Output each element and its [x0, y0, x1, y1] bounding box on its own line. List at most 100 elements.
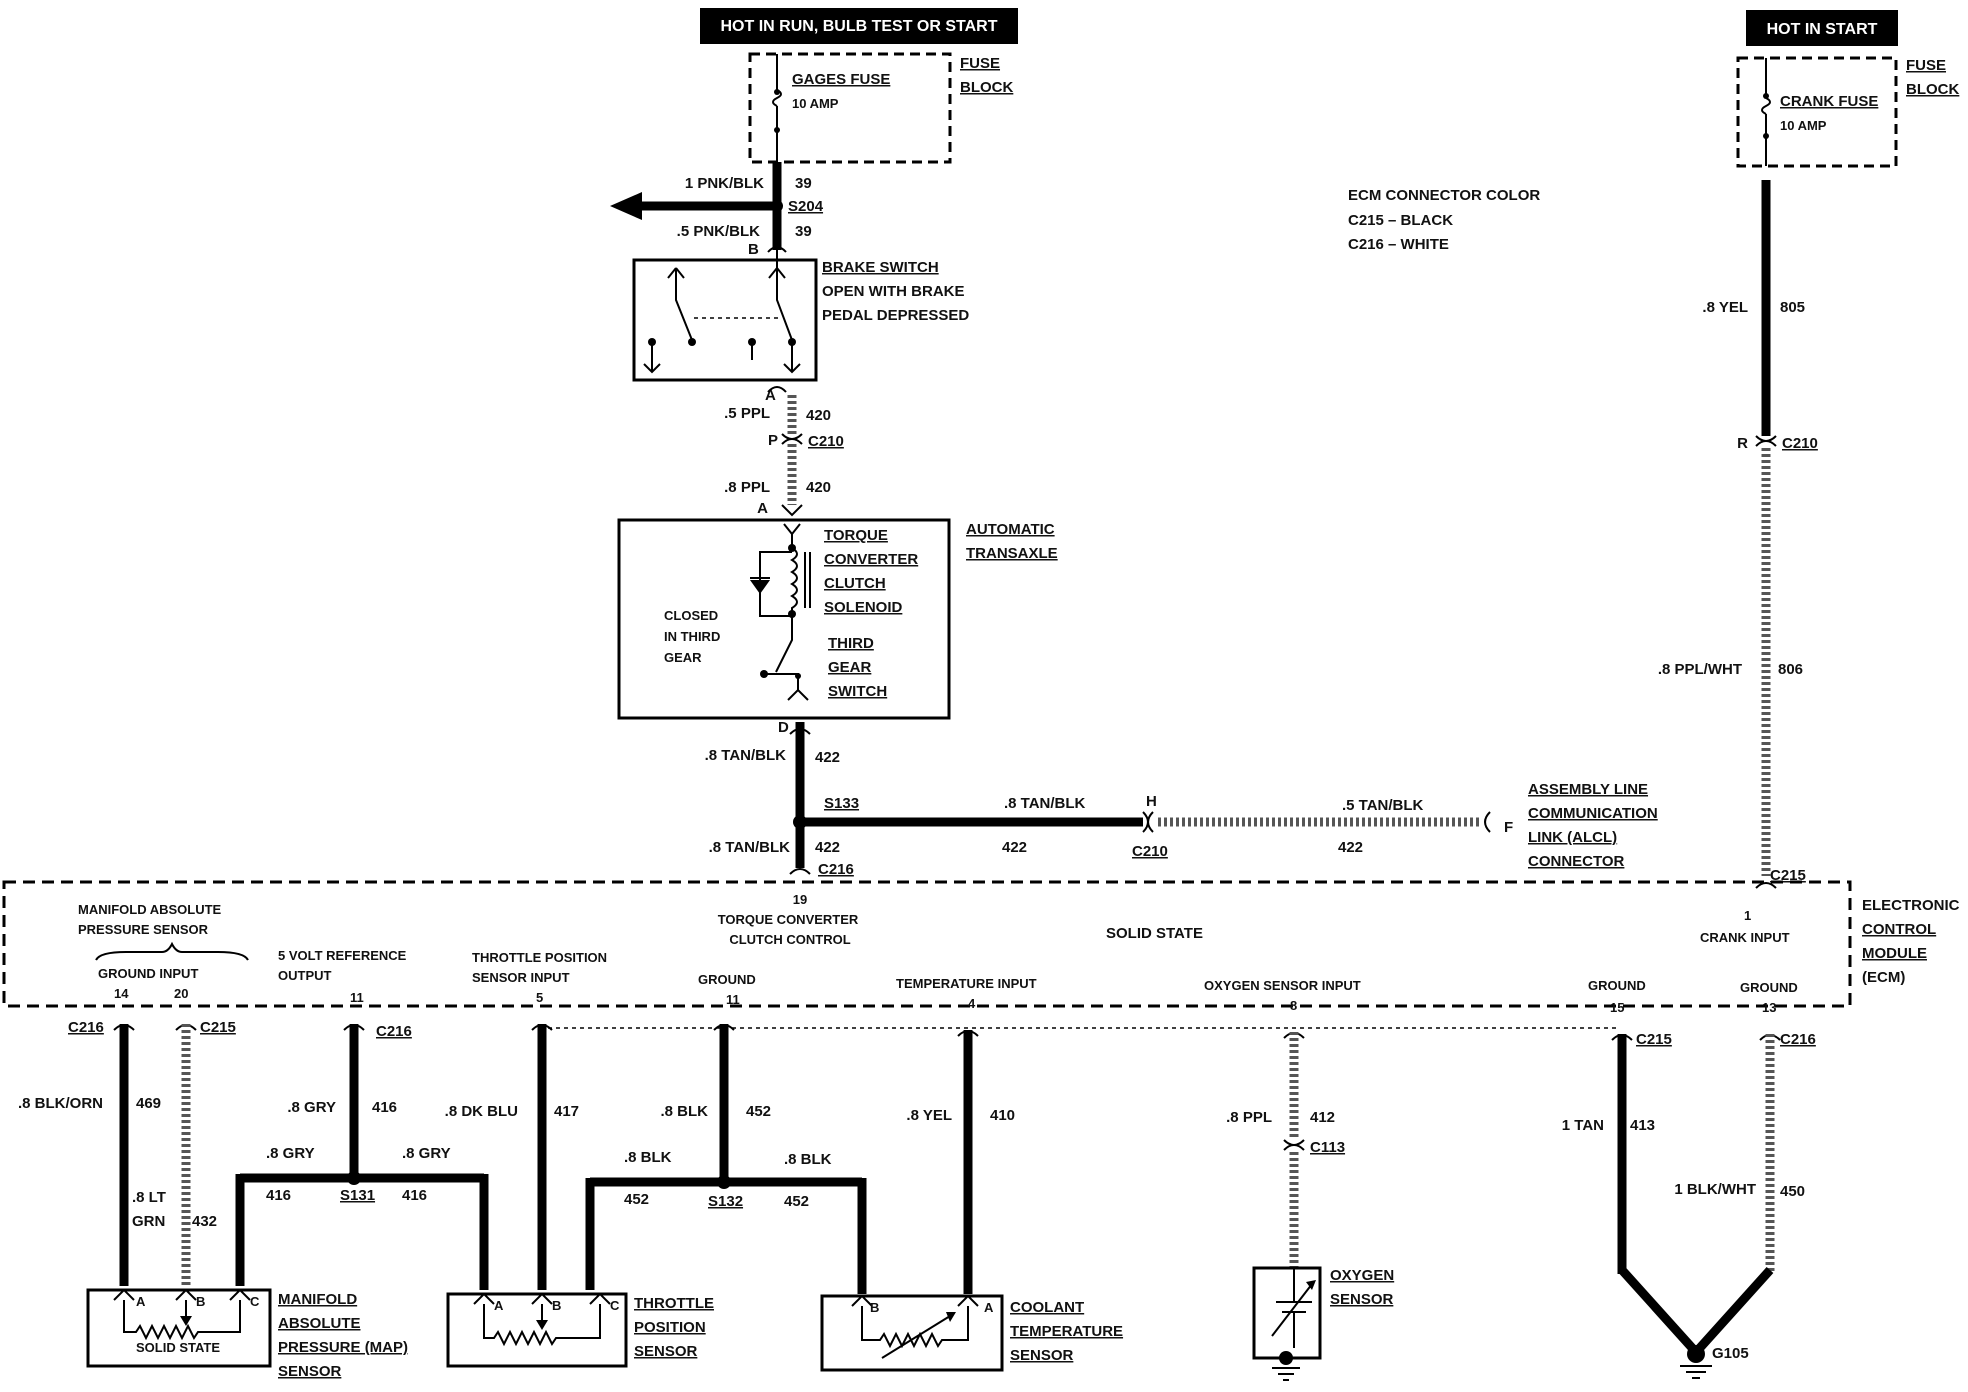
wire-39: 1 PNK/BLK 39 S204 .5 PNK/BLK 39 B: [610, 162, 824, 258]
svg-text:D: D: [778, 719, 789, 736]
brake-switch: BRAKE SWITCH OPEN WITH BRAKE PEDAL DEPRE…: [632, 250, 969, 404]
svg-text:C216 – WHITE: C216 – WHITE: [1348, 236, 1449, 253]
svg-text:15: 15: [1610, 1000, 1624, 1015]
wire-422: .8 TAN/BLK 422 S133 .8 TAN/BLK 422 C216 …: [705, 722, 1513, 878]
svg-text:GAGES FUSE: GAGES FUSE: [792, 71, 890, 88]
svg-text:A: A: [136, 1294, 146, 1309]
svg-text:SENSOR INPUT: SENSOR INPUT: [472, 970, 570, 985]
svg-text:C215: C215: [1770, 867, 1806, 884]
automatic-transaxle: AUTOMATIC TRANSAXLE TORQUE CONVERTER CLU…: [617, 518, 1058, 736]
svg-text:39: 39: [795, 223, 812, 240]
svg-text:COOLANT: COOLANT: [1010, 1299, 1084, 1316]
svg-text:GRN: GRN: [132, 1213, 165, 1230]
svg-text:.8 BLK: .8 BLK: [660, 1103, 708, 1120]
svg-text:B: B: [196, 1294, 205, 1309]
svg-text:A: A: [494, 1298, 504, 1313]
svg-text:(ECM): (ECM): [1862, 969, 1905, 986]
svg-text:B: B: [552, 1298, 561, 1313]
svg-text:TEMPERATURE INPUT: TEMPERATURE INPUT: [896, 976, 1037, 991]
svg-text:413: 413: [1630, 1117, 1655, 1134]
svg-text:.8 TAN/BLK: .8 TAN/BLK: [1004, 795, 1086, 812]
svg-text:S131: S131: [340, 1187, 375, 1204]
wire-412: .8 PPL 412 C113: [1226, 1032, 1345, 1268]
svg-text:IN THIRD: IN THIRD: [664, 629, 720, 644]
svg-text:.5 PNK/BLK: .5 PNK/BLK: [677, 223, 761, 240]
banner-hot-in-run: HOT IN RUN, BULB TEST OR START: [700, 8, 1018, 44]
svg-text:CONVERTER: CONVERTER: [824, 551, 918, 568]
svg-text:PRESSURE (MAP): PRESSURE (MAP): [278, 1339, 408, 1356]
svg-text:C210: C210: [1132, 843, 1168, 860]
svg-text:.8 PPL: .8 PPL: [724, 479, 770, 496]
svg-text:CLUTCH: CLUTCH: [824, 575, 886, 592]
svg-text:.8 TAN/BLK: .8 TAN/BLK: [709, 839, 791, 856]
svg-text:469: 469: [136, 1095, 161, 1112]
wire-420: .5 PPL 420 P C210 .8 PPL 420 A: [724, 395, 844, 517]
svg-text:FUSE: FUSE: [1906, 57, 1946, 74]
svg-text:13: 13: [1762, 1000, 1776, 1015]
svg-text:.8 PPL: .8 PPL: [1226, 1109, 1272, 1126]
wire-469: C216 .8 BLK/ORN 469: [18, 1019, 161, 1286]
wire-417: .8 DK BLU 417: [445, 1024, 579, 1290]
svg-text:C216: C216: [1780, 1031, 1816, 1048]
svg-text:.8 GRY: .8 GRY: [287, 1099, 336, 1116]
svg-text:THROTTLE POSITION: THROTTLE POSITION: [472, 950, 607, 965]
svg-text:AUTOMATIC: AUTOMATIC: [966, 521, 1055, 538]
svg-text:GROUND: GROUND: [1740, 980, 1798, 995]
svg-text:806: 806: [1778, 661, 1803, 678]
svg-text:C215: C215: [200, 1019, 236, 1036]
svg-text:S204: S204: [788, 198, 824, 215]
svg-text:R: R: [1737, 435, 1748, 452]
svg-text:A: A: [765, 387, 776, 404]
svg-text:GROUND: GROUND: [1588, 978, 1646, 993]
crank-fuse-block: CRANK FUSE 10 AMP FUSE BLOCK: [1736, 56, 1959, 168]
svg-text:CONTROL: CONTROL: [1862, 921, 1936, 938]
svg-text:.8 YEL: .8 YEL: [906, 1107, 952, 1124]
svg-text:SENSOR: SENSOR: [1330, 1291, 1394, 1308]
svg-text:ASSEMBLY LINE: ASSEMBLY LINE: [1528, 781, 1648, 798]
ground-g105: G105: [1680, 1345, 1749, 1379]
svg-text:MANIFOLD ABSOLUTE: MANIFOLD ABSOLUTE: [78, 902, 222, 917]
svg-text:TEMPERATURE: TEMPERATURE: [1010, 1323, 1123, 1340]
svg-text:SENSOR: SENSOR: [634, 1343, 698, 1360]
svg-text:432: 432: [192, 1213, 217, 1230]
svg-text:C215: C215: [1636, 1031, 1672, 1048]
svg-text:TRANSAXLE: TRANSAXLE: [966, 545, 1058, 562]
wire-452: .8 BLK 452 .8 BLK 452 S132 .8 BLK 452: [585, 1024, 867, 1294]
alcl-connector: ASSEMBLY LINE COMMUNICATION LINK (ALCL) …: [1528, 781, 1658, 870]
svg-text:1 PNK/BLK: 1 PNK/BLK: [685, 175, 764, 192]
svg-text:422: 422: [815, 839, 840, 856]
throttle-position-sensor: A B C THROTTLE POSITION SENSOR: [446, 1292, 714, 1368]
oxygen-sensor: OXYGEN SENSOR: [1252, 1266, 1394, 1381]
svg-text:A: A: [757, 500, 768, 517]
wire-432: C215 .8 LT GRN 432: [132, 1019, 236, 1286]
svg-text:1 TAN: 1 TAN: [1562, 1117, 1604, 1134]
svg-text:420: 420: [806, 407, 831, 424]
banner-hot-in-start: HOT IN START: [1746, 10, 1898, 46]
svg-text:F: F: [1504, 819, 1513, 836]
svg-text:CLUTCH CONTROL: CLUTCH CONTROL: [729, 932, 850, 947]
svg-text:C: C: [610, 1298, 620, 1313]
svg-text:450: 450: [1780, 1183, 1805, 1200]
svg-text:OXYGEN SENSOR INPUT: OXYGEN SENSOR INPUT: [1204, 978, 1361, 993]
svg-text:CRANK INPUT: CRANK INPUT: [1700, 930, 1790, 945]
svg-text:20: 20: [174, 986, 188, 1001]
svg-text:.8 GRY: .8 GRY: [266, 1145, 315, 1162]
svg-text:SOLENOID: SOLENOID: [824, 599, 903, 616]
svg-text:.5 PPL: .5 PPL: [724, 405, 770, 422]
svg-text:8: 8: [1290, 998, 1297, 1013]
svg-text:SENSOR: SENSOR: [278, 1363, 342, 1380]
svg-text:C210: C210: [1782, 435, 1818, 452]
svg-text:39: 39: [795, 175, 812, 192]
svg-text:SOLID STATE: SOLID STATE: [1106, 925, 1203, 942]
svg-text:C113: C113: [1310, 1139, 1345, 1156]
svg-text:14: 14: [114, 986, 129, 1001]
svg-text:THROTTLE: THROTTLE: [634, 1295, 714, 1312]
svg-text:416: 416: [402, 1187, 427, 1204]
svg-text:BRAKE SWITCH: BRAKE SWITCH: [822, 259, 939, 276]
ecm-connector-color-note: ECM CONNECTOR COLOR C215 – BLACK C216 – …: [1348, 187, 1540, 253]
svg-text:19: 19: [793, 892, 807, 907]
svg-text:TORQUE CONVERTER: TORQUE CONVERTER: [718, 912, 859, 927]
svg-text:CRANK FUSE: CRANK FUSE: [1780, 93, 1878, 110]
gages-fuse-block: GAGES FUSE 10 AMP FUSE BLOCK: [748, 52, 1013, 164]
